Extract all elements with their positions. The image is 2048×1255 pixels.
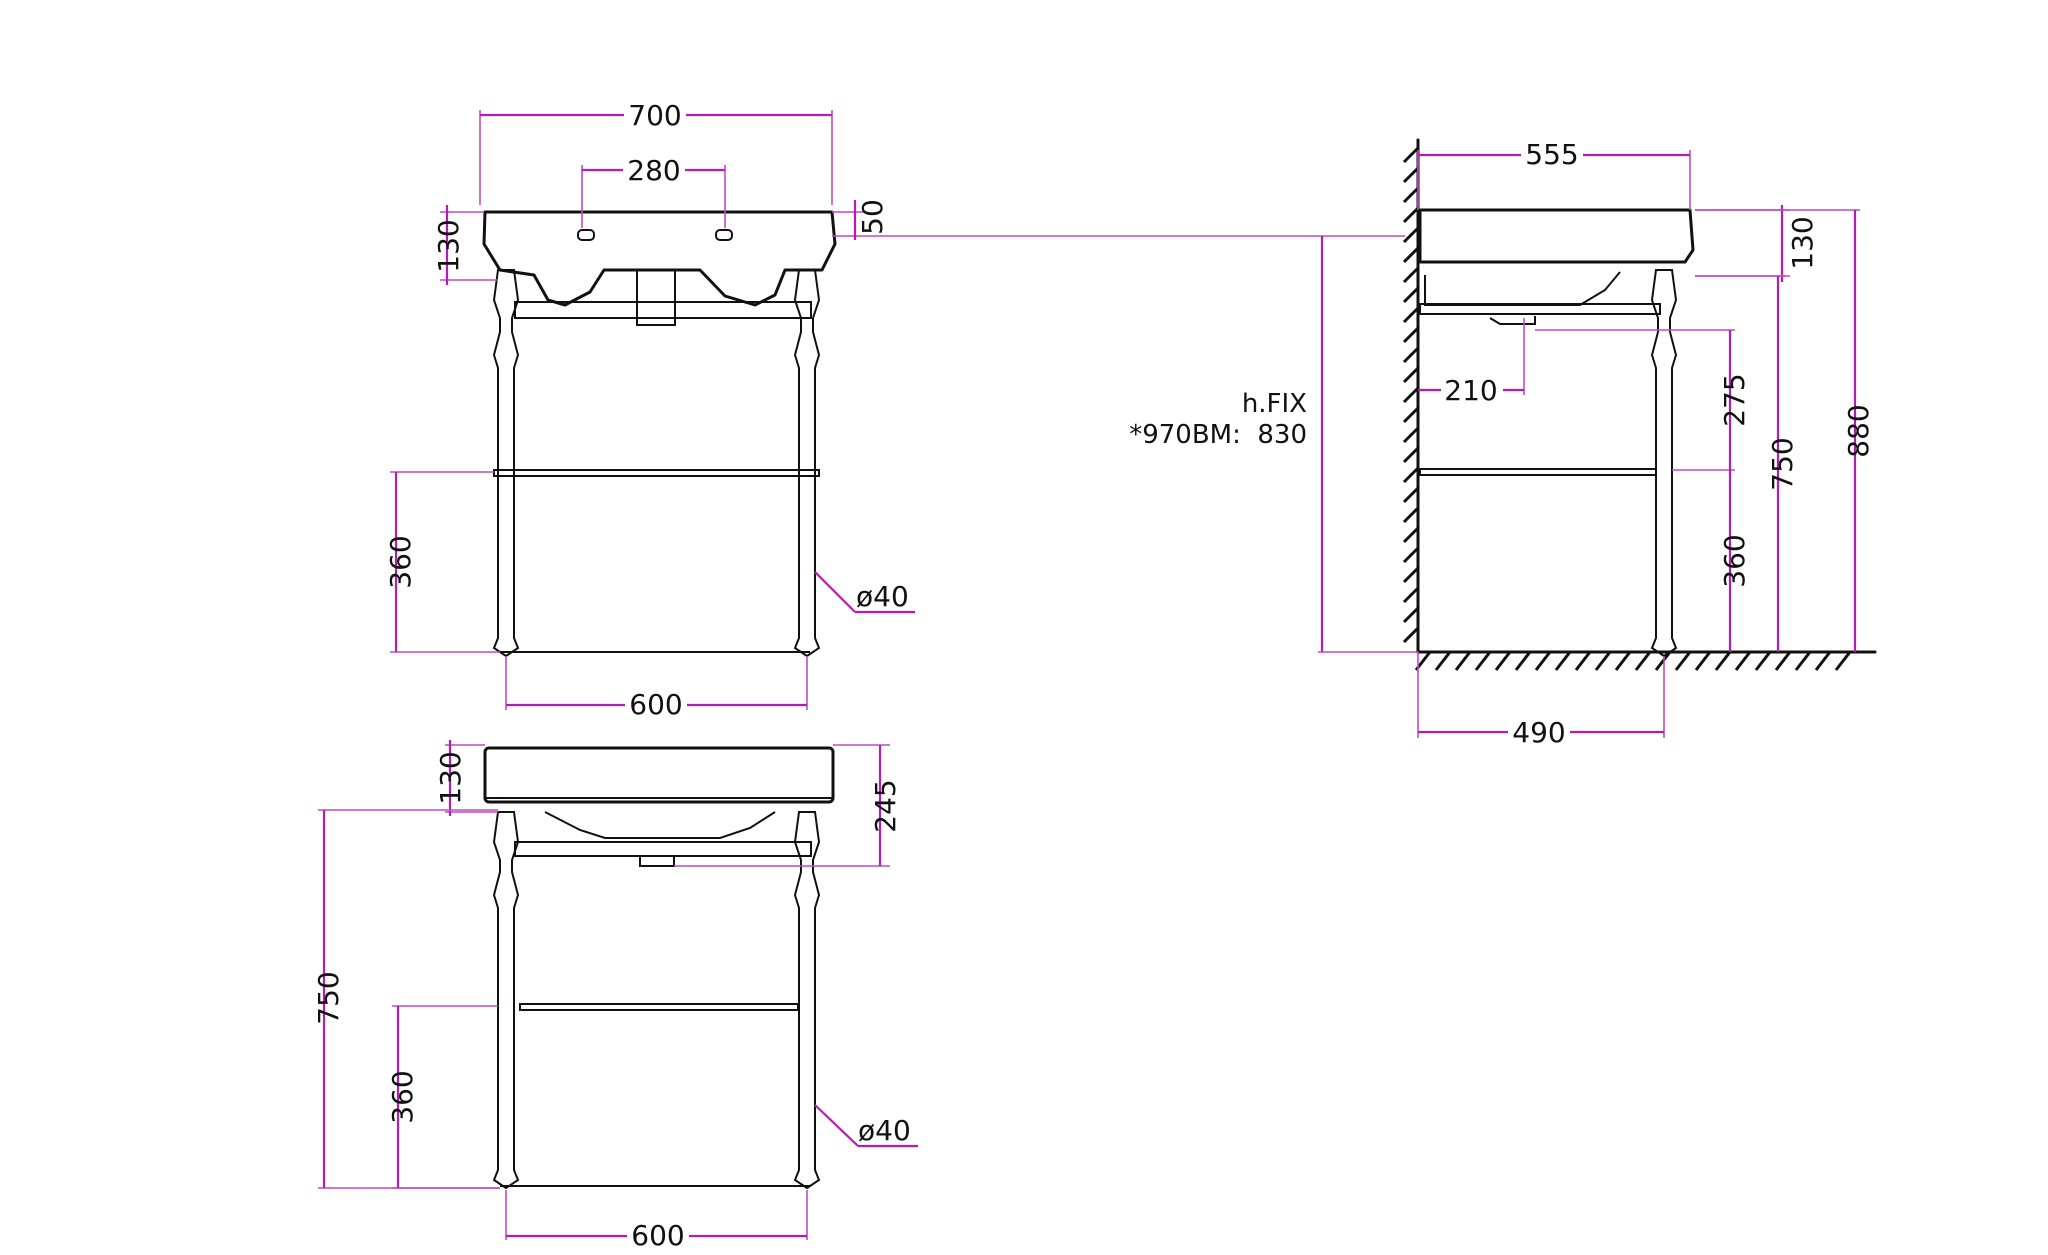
dim-lower-600: 600 xyxy=(505,1190,808,1252)
dim-lower-leg-span-label: 600 xyxy=(631,1219,684,1252)
dim-front-50: 50 xyxy=(832,199,1405,240)
dim-side-overall-height-label: 880 xyxy=(1842,404,1875,457)
dim-side-waste-offset-label: 210 xyxy=(1444,374,1497,407)
front-waste xyxy=(636,270,676,326)
dim-side-880: 880 xyxy=(1695,209,1875,652)
dim-front-shelf-label: 360 xyxy=(384,535,417,588)
dim-front-tap-holes-label: 280 xyxy=(627,154,680,187)
dim-front-280: 280 xyxy=(581,154,726,228)
dim-front-130: 130 xyxy=(432,205,498,285)
dim-front-width-label: 700 xyxy=(628,99,681,132)
dim-lower-245: 245 xyxy=(674,744,902,867)
dim-front-basin-height-label: 130 xyxy=(432,219,465,272)
dim-front-600: 600 xyxy=(505,656,808,721)
side-floor-hatch xyxy=(1414,651,1852,671)
dim-side-leg-depth-label: 490 xyxy=(1512,716,1565,749)
dim-side-555: 555 xyxy=(1417,138,1691,210)
front-basin xyxy=(482,210,837,307)
dim-front-diameter: ø40 xyxy=(814,571,915,614)
front-shelf xyxy=(493,469,820,477)
front-leg-right xyxy=(793,269,821,658)
dim-lower-shelf-label: 360 xyxy=(386,1070,419,1123)
dim-lower-750: 750 xyxy=(312,809,500,1189)
lower-view: 130 245 750 360 ø40 xyxy=(312,740,918,1252)
side-waste xyxy=(1489,316,1536,325)
dim-front-leg-diameter-label: ø40 xyxy=(856,580,909,613)
side-leg xyxy=(1650,269,1678,658)
dim-lower-130: 130 xyxy=(434,740,498,816)
dim-front-700: 700 xyxy=(479,98,833,205)
dim-side-490: 490 xyxy=(1417,652,1665,749)
front-tap-hole-left xyxy=(577,229,595,241)
lower-bowl xyxy=(544,811,776,839)
dim-lower-waste-label: 245 xyxy=(869,779,902,832)
front-leg-left xyxy=(492,269,520,658)
dim-front-360: 360 xyxy=(384,471,500,653)
side-basin xyxy=(1418,208,1695,264)
dim-lower-leg-diameter-label: ø40 xyxy=(858,1114,911,1147)
dim-side-frame-height-label: 750 xyxy=(1766,437,1799,490)
side-wall-hatch xyxy=(1402,146,1420,644)
dim-side-basin-height-label: 130 xyxy=(1786,216,1819,269)
dim-side-depth-label: 555 xyxy=(1525,138,1578,171)
dim-side-360: 360 xyxy=(1718,470,1751,652)
lower-top-rail xyxy=(514,841,812,857)
lower-shelf xyxy=(519,1003,799,1011)
dim-lower-diameter: ø40 xyxy=(814,1104,918,1148)
dim-lower-360: 360 xyxy=(386,1005,500,1189)
dim-lower-total-height-label: 750 xyxy=(312,971,345,1024)
dim-side-waste-drop-label: 275 xyxy=(1718,373,1751,426)
lower-basin xyxy=(483,746,835,804)
side-fix-note: *970BM: 830 xyxy=(1129,420,1307,450)
side-view: h.FIX *970BM: 830 555 130 210 xyxy=(1129,138,1877,749)
side-top-rail xyxy=(1419,303,1661,315)
lower-waste xyxy=(639,855,675,867)
dim-side-210: 210 xyxy=(1418,318,1525,407)
dim-side-130: 130 xyxy=(1695,205,1819,282)
dim-front-rim-label: 50 xyxy=(856,199,889,235)
side-fix-label: h.FIX xyxy=(1242,389,1307,419)
front-view: 700 280 50 130 360 xyxy=(384,98,1405,721)
lower-leg-left xyxy=(492,811,520,1190)
dim-side-275: 275 xyxy=(1535,329,1751,471)
side-bowl xyxy=(1424,271,1621,306)
lower-leg-right xyxy=(793,811,821,1190)
dim-side-750: 750 xyxy=(1695,275,1799,652)
dim-lower-basin-height-label: 130 xyxy=(434,751,467,804)
dim-front-leg-span-label: 600 xyxy=(629,688,682,721)
dim-side-hfix xyxy=(1318,236,1418,653)
front-tap-hole-right xyxy=(715,229,733,241)
side-shelf xyxy=(1419,468,1657,476)
dim-side-shelf-label: 360 xyxy=(1718,534,1751,587)
